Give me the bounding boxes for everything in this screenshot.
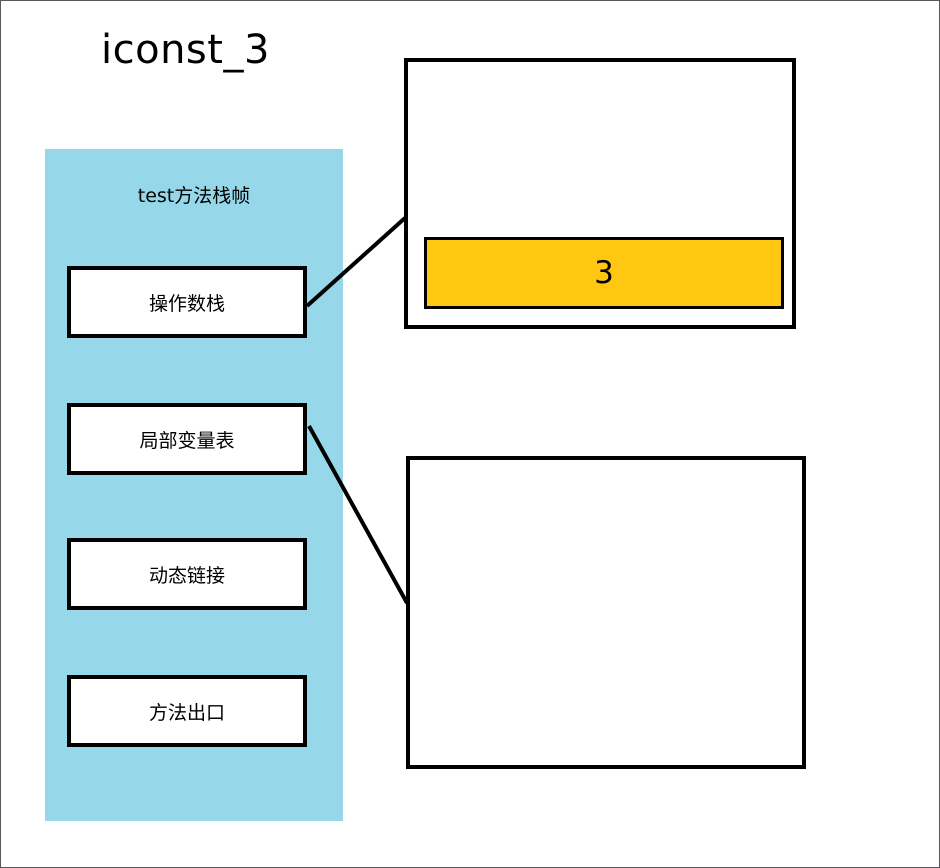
stack-frame-slot-operand-stack[interactable]: 操作数栈 [67,266,307,338]
operand-stack-entry-value: 3 [594,254,614,291]
stack-frame-panel: test方法栈帧 操作数栈 局部变量表 动态链接 方法出口 [45,149,343,821]
page-title: iconst_3 [101,27,270,73]
local-variable-table-detail-box [406,456,806,769]
stack-frame-slot-label: 方法出口 [148,701,225,724]
stack-frame-slot-method-return-address[interactable]: 方法出口 [67,675,307,747]
stack-frame-title: test方法栈帧 [137,185,251,207]
stack-frame-slot-local-variable-table[interactable]: 局部变量表 [67,403,307,475]
operand-stack-entry[interactable]: 3 [424,237,784,309]
stack-frame-slot-label: 局部变量表 [139,429,235,452]
stack-frame-slot-label: 动态链接 [148,564,225,587]
stack-frame-slot-dynamic-linking[interactable]: 动态链接 [67,538,307,610]
stack-frame-slot-label: 操作数栈 [148,292,225,315]
operand-stack-detail-box: 3 [404,58,796,329]
